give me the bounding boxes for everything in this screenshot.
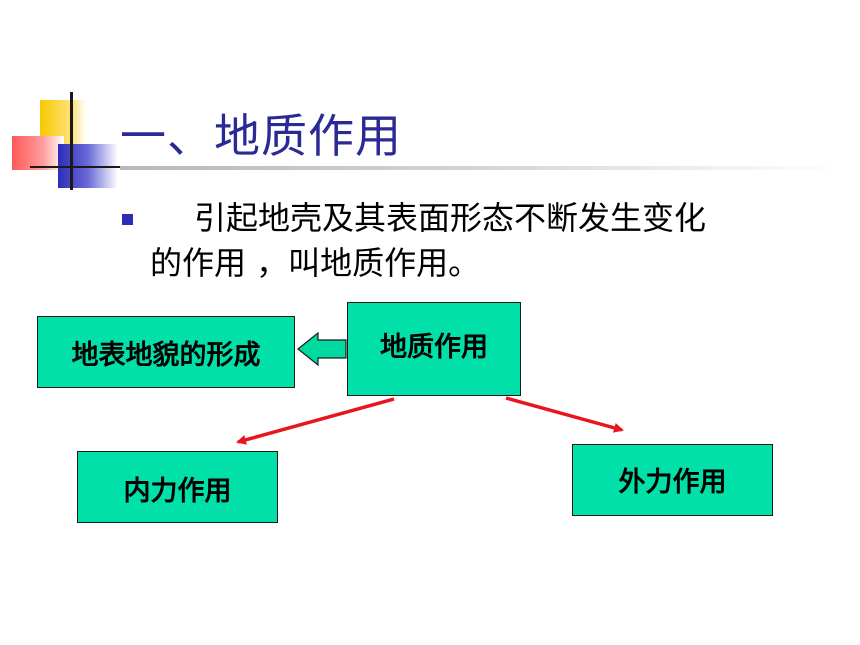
title-underline (120, 166, 840, 170)
decorative-red-bar (12, 136, 64, 170)
arrow-to-internal (236, 397, 395, 445)
geological-process-box: 地质作用 (347, 302, 521, 396)
slide-title: 一、地质作用 (120, 109, 402, 163)
bullet-line-1: 引起地壳及其表面形态不断发生变化 (194, 199, 707, 237)
bullet-line-2: 的作用 ，叫地质作用。 (150, 244, 481, 282)
landform-formation-box: 地表地貌的形成 (37, 316, 295, 388)
decorative-horizontal-line (30, 166, 130, 168)
block-arrow-left (297, 331, 347, 367)
decorative-vertical-line (70, 92, 73, 190)
internal-force-box: 内力作用 (77, 451, 278, 523)
bullet-square-icon (122, 214, 133, 225)
bullet-definition: 引起地壳及其表面形态不断发生变化 的作用 ，叫地质作用。 (150, 196, 830, 286)
arrow-to-external (505, 396, 624, 433)
external-force-box: 外力作用 (572, 444, 773, 516)
